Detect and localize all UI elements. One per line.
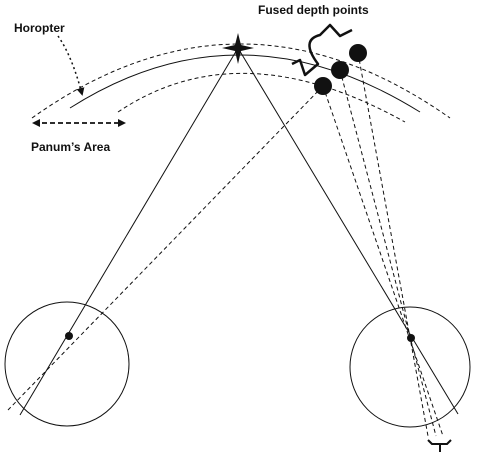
left-eye-nodal-point bbox=[65, 332, 73, 340]
right-eye-projection-depth-point-3 bbox=[357, 52, 429, 437]
fused-depth-point-1 bbox=[314, 77, 332, 95]
fused-depth-points-label: Fused depth points bbox=[258, 3, 369, 17]
left-eye bbox=[4, 301, 130, 427]
right-eye-projection-depth-point-2 bbox=[339, 69, 437, 437]
panum-area-inner-boundary bbox=[117, 72, 406, 123]
horopter-pointer-arrow bbox=[57, 35, 85, 96]
depth-points-bracket bbox=[291, 23, 353, 77]
right-eye-projection-depth-point-1 bbox=[322, 85, 444, 437]
left-eye-projection-to-depth-point bbox=[7, 85, 324, 411]
retinal-disparity-bracket bbox=[427, 439, 452, 452]
fused-depth-point-3 bbox=[349, 44, 367, 62]
fixation-point-star bbox=[222, 33, 254, 64]
right-eye bbox=[349, 306, 471, 428]
left-eye-line-of-sight bbox=[19, 47, 239, 416]
panums-area-label: Panum’s Area bbox=[31, 140, 111, 154]
right-eye-line-of-sight bbox=[237, 47, 459, 415]
fused-depth-point-2 bbox=[331, 61, 349, 79]
horopter-label: Horopter bbox=[14, 21, 65, 35]
